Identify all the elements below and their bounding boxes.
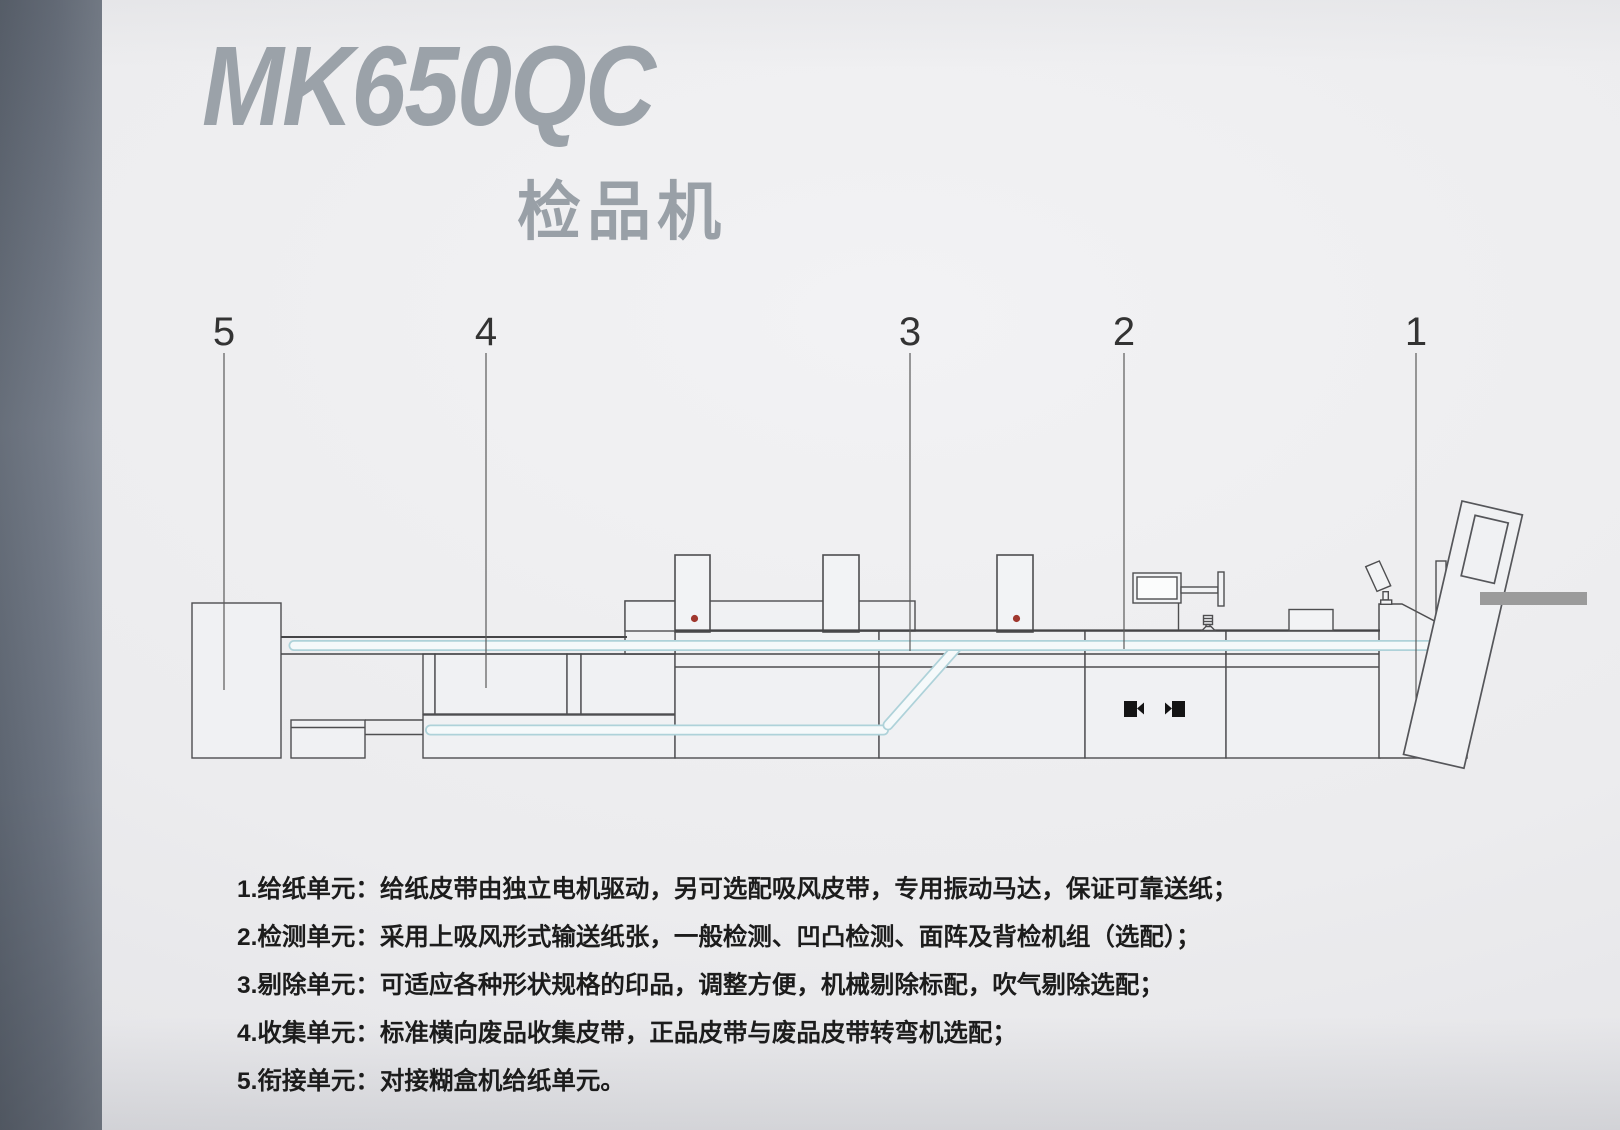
caption-feed-unit: 1.给纸单元：给纸皮带由独立电机驱动，另可选配吸风皮带，专用振动马达，保证可靠送…	[237, 876, 1238, 903]
caption-collection-unit: 4.收集单元：标准横向废品收集皮带，正品皮带与废品皮带转弯机选配；	[237, 1020, 1017, 1047]
callout-number-5: 5	[213, 310, 235, 354]
belts	[288, 640, 1443, 736]
camera-icon	[1165, 701, 1185, 717]
feed-hopper-panel	[1402, 499, 1524, 770]
page-subtitle: 检品机	[517, 176, 727, 248]
collection-unit-box	[434, 653, 568, 715]
sensor-icon	[1200, 614, 1217, 632]
tilted-camera-icon	[1364, 560, 1393, 606]
cabinet-rejection	[674, 630, 880, 759]
caption-list: 1.给纸单元：给纸皮带由独立电机驱动，另可选配吸风皮带，专用振动马达，保证可靠送…	[237, 866, 1497, 1106]
callouts: 5 4 3 2 1	[213, 310, 1427, 699]
bridge-sub-box	[290, 719, 423, 759]
camera-icon	[1124, 701, 1144, 717]
callout-number-3: 3	[899, 310, 921, 354]
page-title: MK650QC	[202, 23, 656, 149]
caption-bridge-unit: 5.衔接单元：对接糊盒机给纸单元。	[237, 1068, 625, 1095]
collection-unit	[422, 653, 676, 715]
caption-detection-unit: 2.检测单元：采用上吸风形式输送纸张，一般检测、凹凸检测、面阵及背检机组（选配）…	[237, 924, 1201, 951]
callout-number-4: 4	[475, 310, 497, 354]
red-indicator-dot	[690, 614, 699, 623]
table-lines	[281, 629, 1380, 655]
waste-belt-box	[422, 714, 676, 759]
callout-number-1: 1	[1405, 310, 1427, 354]
control-box	[1288, 608, 1334, 632]
cabinet-detection	[1084, 630, 1227, 759]
sidebar-accent-bar	[0, 0, 102, 1130]
hopper-bar	[1480, 592, 1587, 605]
tower-2	[822, 554, 860, 633]
callout-number-2: 2	[1113, 310, 1135, 354]
bridge-unit-box	[191, 602, 282, 759]
caption-rejection-unit: 3.剔除单元：可适应各种形状规格的印品，调整方便，机械剔除标配，吹气剔除选配；	[237, 972, 1164, 999]
red-indicator-dot	[1012, 614, 1021, 623]
monitor-icon	[1132, 571, 1225, 630]
camera-icons	[1124, 701, 1185, 717]
